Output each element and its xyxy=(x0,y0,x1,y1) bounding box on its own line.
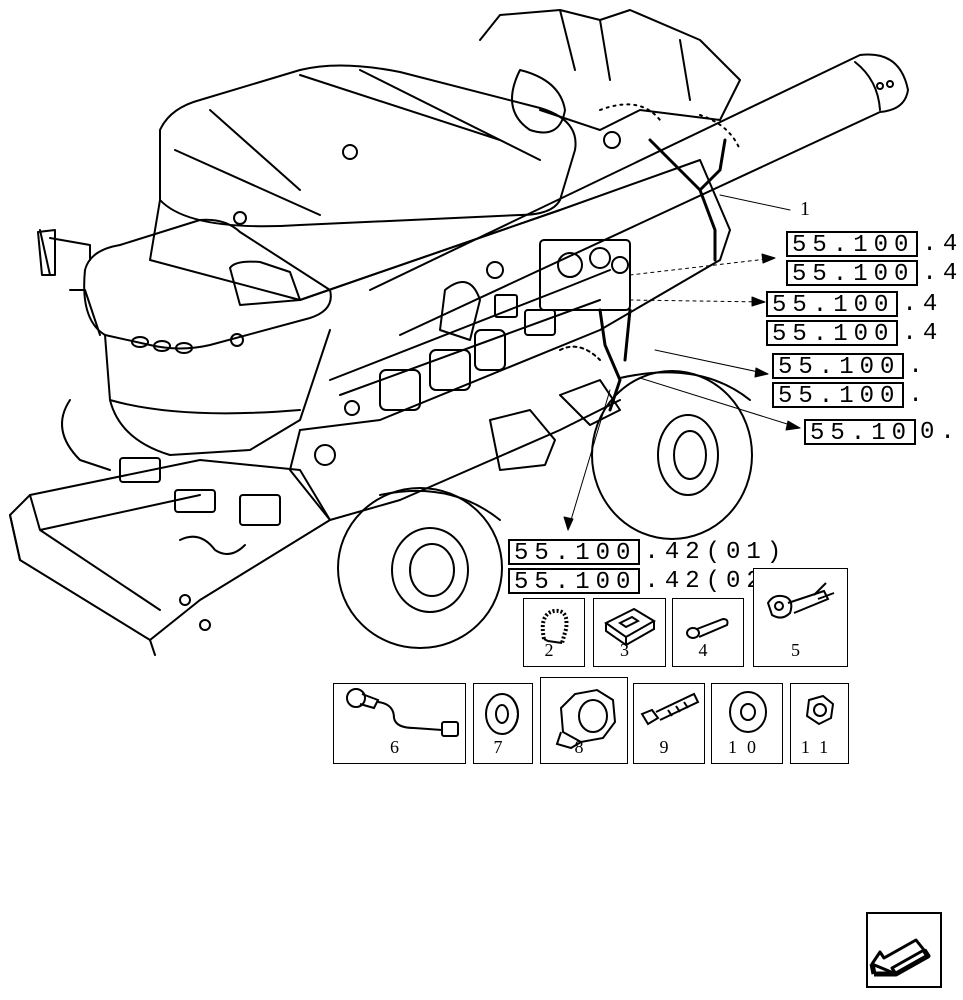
reference-link[interactable]: 55.100.4 xyxy=(786,230,957,259)
reference-link[interactable]: 55.100.4 xyxy=(766,290,956,319)
part-number: 2 xyxy=(544,640,564,660)
part-cell-9[interactable]: 9 xyxy=(633,683,705,764)
reference-suffix: .42(01) xyxy=(644,538,788,566)
reference-link[interactable]: 55.100.4 xyxy=(766,319,956,348)
reference-link[interactable]: 55.100.4 xyxy=(786,259,957,288)
reference-code: 55.100 xyxy=(772,353,905,381)
nut-icon xyxy=(805,694,835,726)
callout-label-1: 1 xyxy=(800,198,810,220)
back-navigation-button[interactable] xyxy=(866,912,942,988)
sensor-flange-icon xyxy=(766,582,835,619)
reference-code: 55.100 xyxy=(508,568,641,596)
arrow-back-icon xyxy=(866,912,942,988)
part-number: 10 xyxy=(728,737,766,757)
part-cell-2[interactable]: 2 xyxy=(523,598,585,667)
reference-code: 55.100 xyxy=(772,382,905,410)
part-cell-4[interactable]: 4 xyxy=(672,598,744,667)
rubber-boot-icon xyxy=(555,688,617,750)
reference-code: 55.100 xyxy=(766,320,899,348)
part-number: 3 xyxy=(620,640,639,660)
clip-bracket-icon xyxy=(604,607,656,647)
reference-link[interactable]: 55.100.42(01) xyxy=(508,538,838,567)
reference-code: 55.10 xyxy=(804,419,917,447)
reference-code: 55.100 xyxy=(786,260,919,288)
cable-sensor-icon xyxy=(346,688,459,737)
washer-icon xyxy=(729,691,767,733)
part-cell-10[interactable]: 10 xyxy=(711,683,783,764)
reference-link[interactable]: 55.100. xyxy=(772,381,956,410)
reference-link[interactable]: 55.100. xyxy=(772,352,956,381)
reference-suffix: 0. xyxy=(920,418,961,446)
reference-suffix: . xyxy=(908,381,929,409)
part-cell-6[interactable]: 6 xyxy=(333,683,466,764)
part-cell-3[interactable]: 3 xyxy=(593,598,666,667)
part-number: 5 xyxy=(791,640,810,660)
pin-icon xyxy=(686,617,729,639)
reference-code: 55.100 xyxy=(786,231,919,259)
part-number: 7 xyxy=(493,737,513,757)
reference-suffix: .4 xyxy=(902,290,944,318)
part-cell-7[interactable]: 7 xyxy=(473,683,533,764)
part-cell-8[interactable]: 8 xyxy=(540,677,628,764)
part-number: 11 xyxy=(800,737,839,757)
part-cell-11[interactable]: 11 xyxy=(790,683,849,764)
part-number: 6 xyxy=(390,737,409,757)
grommet-icon xyxy=(485,693,519,735)
part-number: 4 xyxy=(698,640,718,660)
reference-suffix: .4 xyxy=(922,259,963,287)
part-number: 8 xyxy=(574,737,594,757)
reference-code: 55.100 xyxy=(508,539,641,567)
belt-strap-icon xyxy=(540,608,569,644)
part-cell-5[interactable]: 5 xyxy=(753,568,848,667)
reference-suffix: .4 xyxy=(902,319,944,347)
reference-suffix: . xyxy=(908,352,929,380)
part-number: 9 xyxy=(659,737,679,757)
reference-code: 55.100 xyxy=(766,291,899,319)
reference-suffix: .4 xyxy=(922,230,963,258)
bolt-icon xyxy=(640,692,700,726)
